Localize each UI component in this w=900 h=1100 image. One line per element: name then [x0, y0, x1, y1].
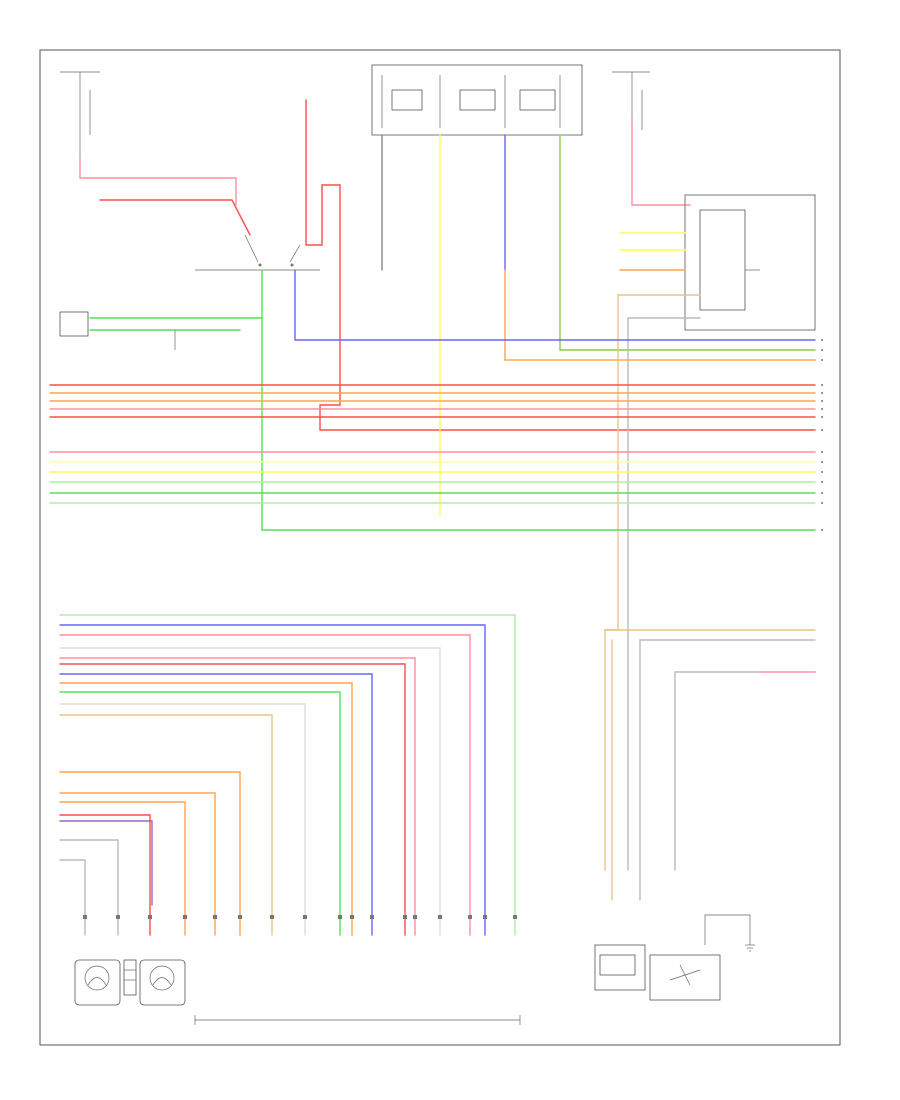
wire-red-top-left [99, 199, 251, 236]
wire-green-switch-4 [559, 134, 816, 351]
switch-module [195, 234, 320, 271]
wire-blue-switch-right [294, 269, 816, 341]
left-connector-box [59, 311, 89, 337]
lower-bundle [59, 614, 516, 936]
bus-bundle-1 [49, 384, 816, 418]
wire-red-long-run [305, 184, 816, 431]
ground-icon [745, 944, 755, 952]
wire-pink-cluster-feed [631, 119, 691, 206]
speed-sensor-right [139, 959, 186, 1006]
right-edge-pins [821, 339, 823, 531]
speed-sensor-left [74, 959, 121, 1006]
wire-orange-switch-3 [504, 269, 816, 361]
wire-pink-top-left [79, 159, 237, 206]
cluster-inner-module [699, 209, 746, 311]
bus-bundle-2 [49, 451, 816, 504]
speaker-icon [123, 959, 137, 996]
top-right-fuse-block [612, 71, 650, 160]
diagram-frame [39, 49, 841, 1046]
multi-switch-box [371, 64, 583, 136]
bottom-connectors [83, 915, 517, 919]
instrument-cluster-box [684, 194, 816, 331]
fuel-ground-loop [704, 914, 751, 945]
wire-green-left-a [89, 317, 816, 531]
wire-gray-right-3 [674, 671, 761, 871]
sensor-feed-wires [59, 771, 241, 936]
fuel-gauge-unit [594, 944, 721, 1001]
top-left-fuse-block [60, 71, 100, 160]
